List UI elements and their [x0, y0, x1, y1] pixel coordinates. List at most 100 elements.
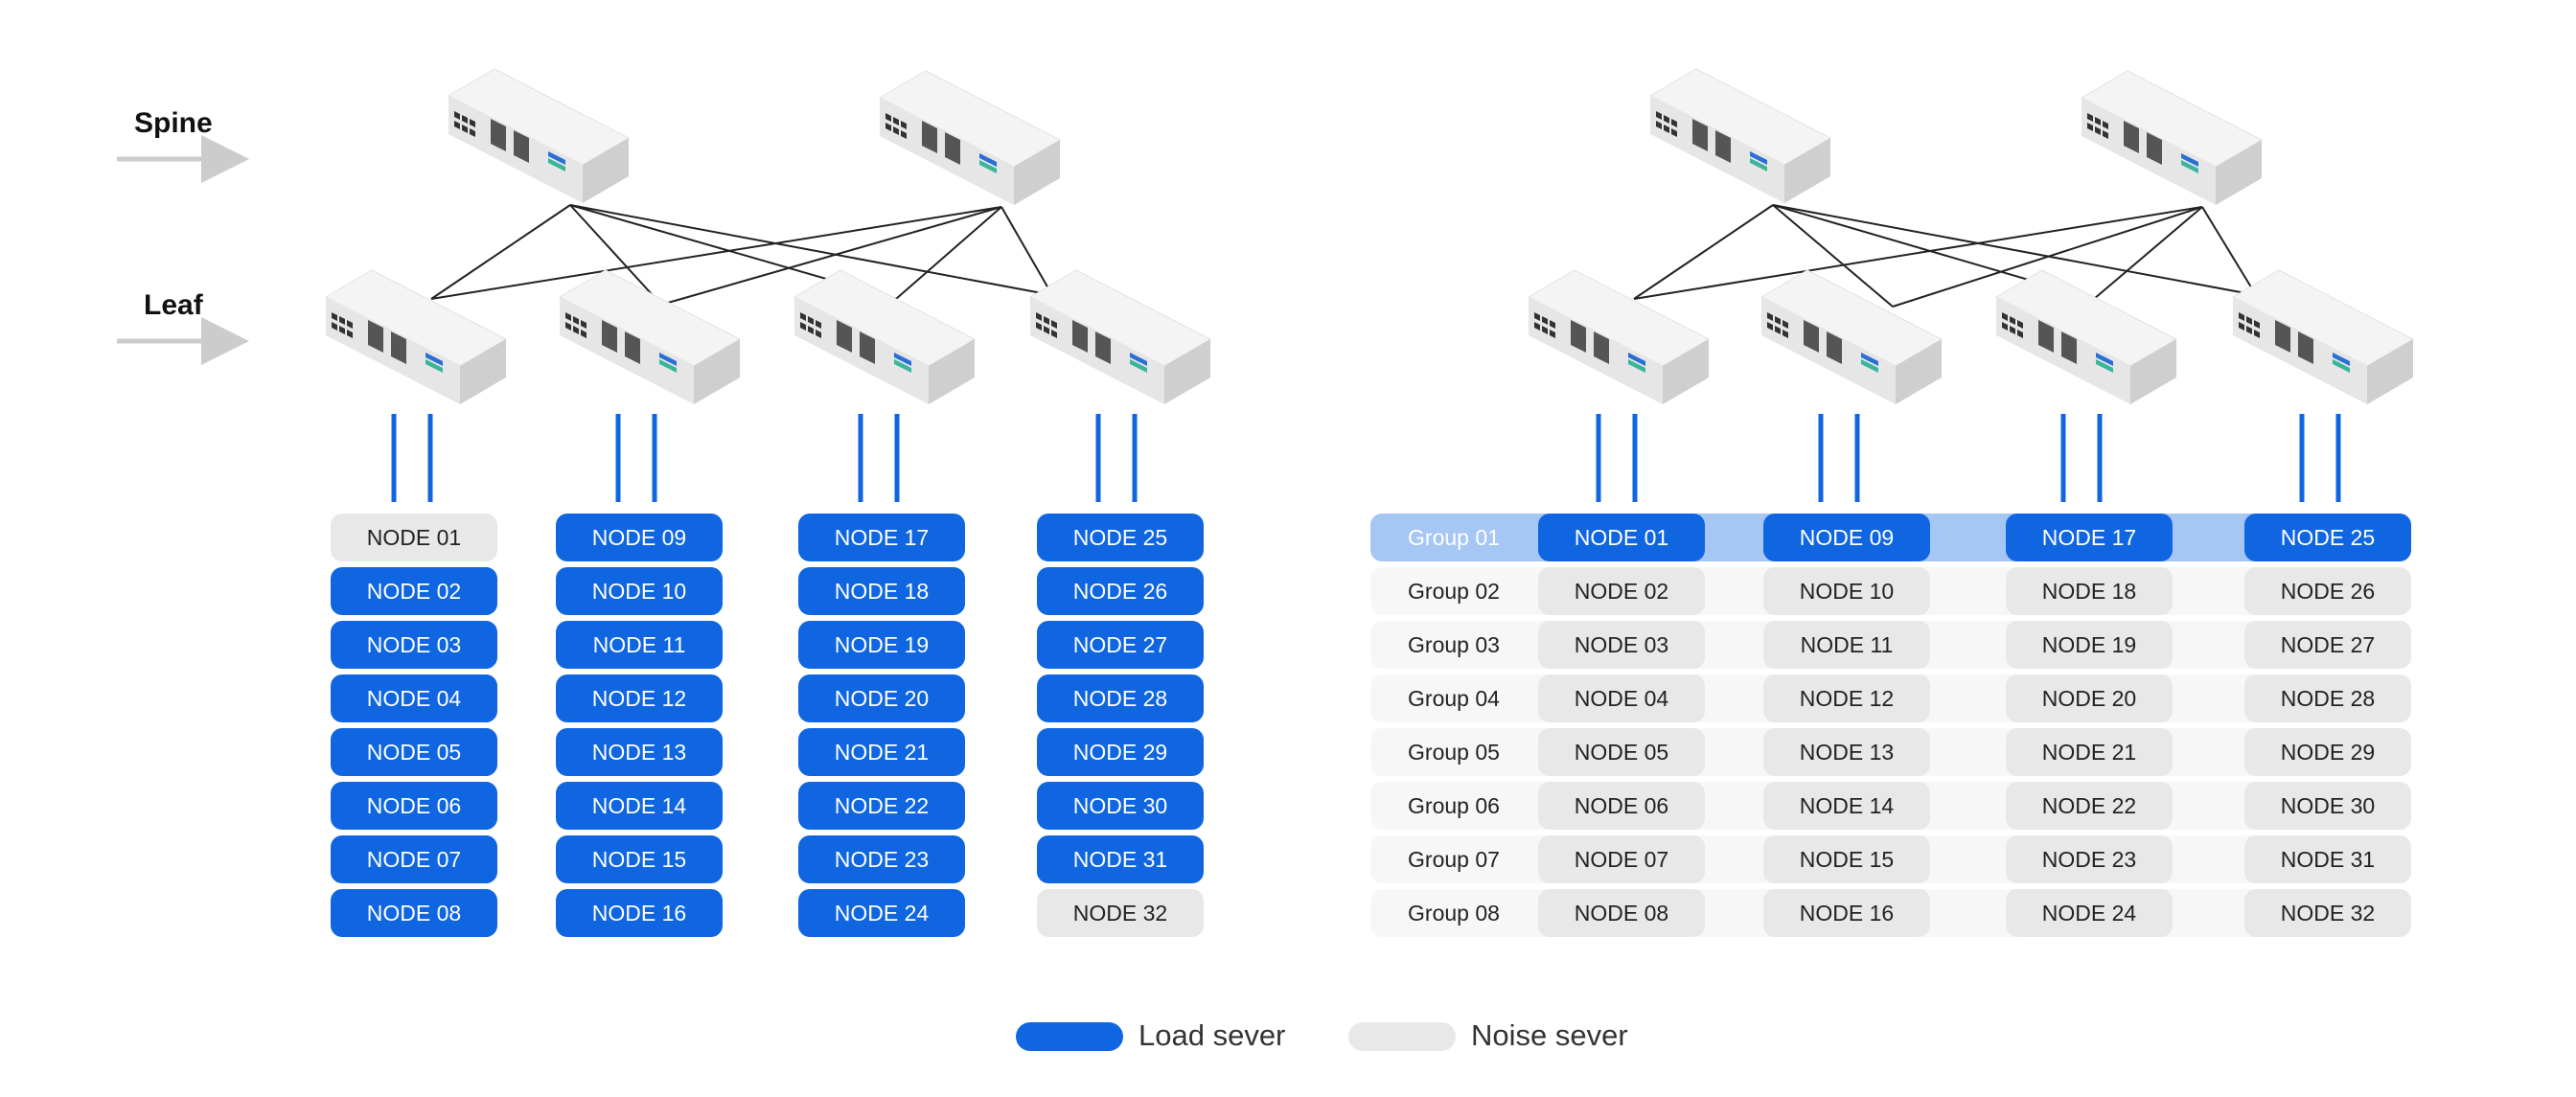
node-load-server: NODE 15 [556, 835, 723, 883]
node-noise-server: NODE 05 [1538, 728, 1705, 776]
network-switch-icon [324, 269, 508, 404]
group-label: Group 01 [1408, 524, 1500, 550]
group-label: Group 02 [1408, 578, 1500, 604]
node-load-server: NODE 03 [331, 621, 497, 669]
legend-noise-label: Noise sever [1471, 1018, 1628, 1052]
network-switch-icon [793, 269, 977, 404]
node-load-server: NODE 19 [798, 621, 965, 669]
node-noise-server: NODE 29 [2244, 728, 2411, 776]
network-switch-icon [2080, 70, 2264, 205]
node-noise-server: NODE 28 [2244, 674, 2411, 722]
spine-leaf-link [1633, 206, 2203, 300]
group-label: Group 06 [1408, 792, 1500, 818]
node-load-server: NODE 24 [798, 889, 965, 937]
node-load-server: NODE 08 [331, 889, 497, 937]
leaf-label: Leaf [144, 289, 203, 321]
spine-leaf-link [569, 204, 1053, 296]
group-label: Group 08 [1408, 900, 1500, 926]
spine-leaf-link [660, 206, 1002, 306]
spine-leaf-link [2201, 206, 2257, 296]
node-load-server: NODE 21 [798, 728, 965, 776]
network-switch-icon [1648, 68, 1832, 203]
node-noise-server: NODE 13 [1763, 728, 1930, 776]
network-switch-icon [1028, 269, 1212, 404]
node-load-server: NODE 18 [798, 567, 965, 615]
node-noise-server: NODE 02 [1538, 567, 1705, 615]
node-load-server: NODE 09 [1763, 514, 1930, 561]
network-switch-icon [878, 70, 1062, 205]
network-switch-icon [1527, 269, 1711, 404]
node-load-server: NODE 25 [2244, 514, 2411, 561]
node-load-server: NODE 30 [1037, 782, 1204, 830]
node-load-server: NODE 17 [798, 514, 965, 561]
group-label: Group 05 [1408, 739, 1500, 765]
node-noise-server: NODE 27 [2244, 621, 2411, 669]
spine-leaf-link [1772, 204, 1894, 308]
group-label: Group 03 [1408, 631, 1500, 657]
node-noise-server: NODE 12 [1763, 674, 1930, 722]
spine-leaf-link [2093, 206, 2203, 300]
node-load-server: NODE 14 [556, 782, 723, 830]
legend-noise-swatch [1348, 1022, 1456, 1051]
node-noise-server: NODE 10 [1763, 567, 1930, 615]
spine-leaf-link [430, 206, 1002, 300]
node-noise-server: NODE 32 [1037, 889, 1204, 937]
node-load-server: NODE 12 [556, 674, 723, 722]
node-load-server: NODE 28 [1037, 674, 1204, 722]
node-load-server: NODE 07 [331, 835, 497, 883]
node-noise-server: NODE 19 [2006, 621, 2173, 669]
network-switch-icon [2231, 269, 2415, 404]
node-noise-server: NODE 24 [2006, 889, 2173, 937]
node-noise-server: NODE 14 [1763, 782, 1930, 830]
node-noise-server: NODE 26 [2244, 567, 2411, 615]
node-load-server: NODE 13 [556, 728, 723, 776]
spine-label: Spine [134, 107, 213, 139]
network-switch-icon [558, 269, 742, 404]
spine-leaf-link [430, 204, 571, 300]
node-noise-server: NODE 18 [2006, 567, 2173, 615]
legend-load-label: Load sever [1138, 1018, 1286, 1052]
node-load-server: NODE 06 [331, 782, 497, 830]
network-switch-icon [447, 68, 631, 203]
node-load-server: NODE 01 [1538, 514, 1705, 561]
node-noise-server: NODE 06 [1538, 782, 1705, 830]
node-noise-server: NODE 03 [1538, 621, 1705, 669]
spine-leaf-link [569, 204, 662, 306]
node-load-server: NODE 23 [798, 835, 965, 883]
node-noise-server: NODE 20 [2006, 674, 2173, 722]
node-load-server: NODE 27 [1037, 621, 1204, 669]
node-load-server: NODE 25 [1037, 514, 1204, 561]
spine-leaf-link [1772, 204, 2257, 296]
node-noise-server: NODE 04 [1538, 674, 1705, 722]
spine-leaf-link [895, 206, 1002, 300]
node-noise-server: NODE 31 [2244, 835, 2411, 883]
node-load-server: NODE 09 [556, 514, 723, 561]
node-load-server: NODE 20 [798, 674, 965, 722]
network-switch-icon [1760, 269, 1944, 404]
legend-load-swatch [1016, 1022, 1123, 1051]
spine-leaf-link [1633, 204, 1774, 300]
node-load-server: NODE 29 [1037, 728, 1204, 776]
node-load-server: NODE 26 [1037, 567, 1204, 615]
network-switch-icon [1994, 269, 2178, 404]
spine-leaf-link [1000, 206, 1053, 296]
group-label: Group 04 [1408, 685, 1500, 711]
node-load-server: NODE 10 [556, 567, 723, 615]
node-noise-server: NODE 32 [2244, 889, 2411, 937]
group-label: Group 07 [1408, 846, 1500, 872]
node-load-server: NODE 31 [1037, 835, 1204, 883]
node-load-server: NODE 02 [331, 567, 497, 615]
node-load-server: NODE 04 [331, 674, 497, 722]
node-noise-server: NODE 08 [1538, 889, 1705, 937]
node-noise-server: NODE 21 [2006, 728, 2173, 776]
node-load-server: NODE 22 [798, 782, 965, 830]
node-noise-server: NODE 15 [1763, 835, 1930, 883]
node-load-server: NODE 17 [2006, 514, 2173, 561]
node-noise-server: NODE 07 [1538, 835, 1705, 883]
node-noise-server: NODE 30 [2244, 782, 2411, 830]
spine-leaf-link [1892, 206, 2203, 308]
node-noise-server: NODE 22 [2006, 782, 2173, 830]
node-load-server: NODE 05 [331, 728, 497, 776]
